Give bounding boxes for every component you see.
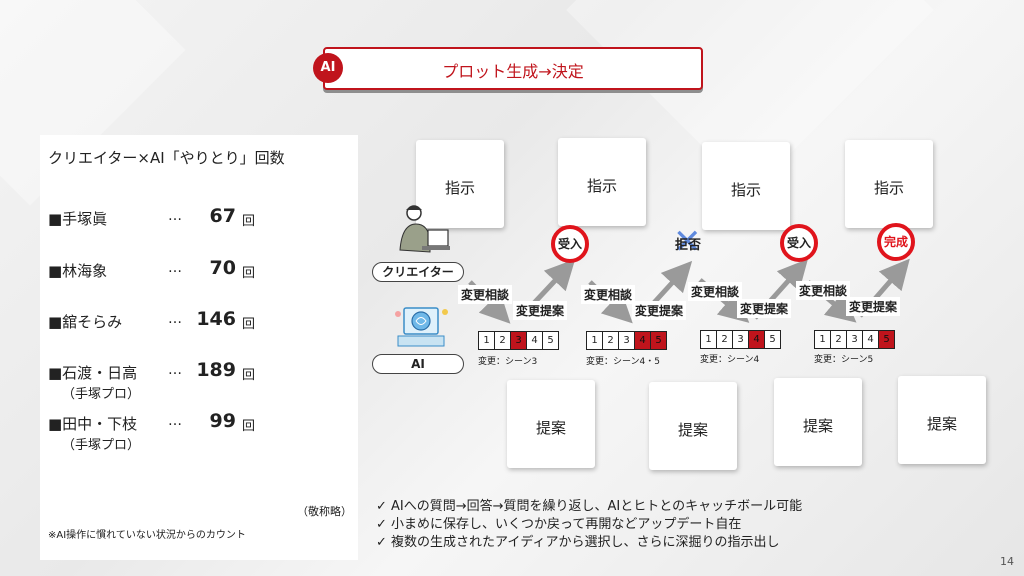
card-label: 提案 bbox=[677, 421, 708, 439]
scene-change-label: 変更：シーン3 bbox=[478, 357, 538, 367]
scene-cell: 3 bbox=[847, 331, 863, 348]
scene-cell-changed: 3 bbox=[511, 332, 527, 349]
scene-cell: 5 bbox=[769, 334, 776, 345]
proposal-card: 提案 bbox=[507, 380, 595, 468]
scene-row: 1 2 3 4 5 bbox=[700, 330, 781, 349]
interaction-count: 189 bbox=[196, 359, 236, 381]
ellipsis: … bbox=[168, 260, 182, 276]
card-label: 指示 bbox=[873, 179, 904, 197]
interaction-count: 146 bbox=[196, 308, 236, 330]
propose-label: 変更提案 bbox=[513, 301, 568, 320]
scene-cell: 3 bbox=[733, 331, 749, 348]
count-unit: 回 bbox=[242, 419, 256, 434]
scene-change-label: 変更：シーン4・5 bbox=[586, 357, 661, 367]
creator-name: ■手塚眞 bbox=[48, 210, 108, 228]
honorific-note: （敬称略） bbox=[297, 505, 352, 518]
header-title: プロット生成→決定 bbox=[442, 62, 584, 81]
creator-label: クリエイター bbox=[372, 262, 464, 282]
accept-stamp: 受入 bbox=[780, 224, 818, 262]
instruction-card: 指示 bbox=[416, 140, 504, 228]
scene-cell: 1 bbox=[701, 331, 717, 348]
ellipsis: … bbox=[168, 413, 182, 429]
count-unit: 回 bbox=[242, 368, 256, 383]
creator-illustration-icon bbox=[399, 205, 450, 253]
interaction-count: 99 bbox=[209, 410, 236, 432]
card-label: 提案 bbox=[802, 417, 833, 435]
ai-badge: AI bbox=[313, 53, 343, 83]
scene-cell: 3 bbox=[619, 332, 635, 349]
card-label: 提案 bbox=[926, 415, 957, 433]
card-label: 指示 bbox=[586, 177, 617, 195]
interaction-count: 67 bbox=[209, 205, 236, 227]
creator-name: ■舘そらみ bbox=[48, 313, 123, 331]
scene-row: 1 2 3 4 5 bbox=[478, 331, 559, 350]
instruction-card: 指示 bbox=[845, 140, 933, 228]
interaction-count: 70 bbox=[209, 257, 236, 279]
reject-label: 拒否 bbox=[675, 238, 702, 253]
reject-stamp: ✕ 拒否 bbox=[673, 222, 702, 262]
scene-cell: 1 bbox=[815, 331, 831, 348]
reject-x-icon: ✕ bbox=[673, 222, 702, 262]
benefit-item: ✓ 複数の生成されたアイディアから選択し、さらに深掘りの指示出し bbox=[376, 535, 780, 550]
benefit-item: ✓ 小まめに保存し、いくつか戻って再開などアップデート自在 bbox=[376, 517, 742, 532]
card-label: 指示 bbox=[444, 179, 475, 197]
scene-cell: 5 bbox=[547, 335, 554, 346]
consult-label: 変更相談 bbox=[581, 285, 636, 304]
card-label: 指示 bbox=[730, 181, 761, 199]
instruction-card: 指示 bbox=[702, 142, 790, 230]
accept-stamp: 受入 bbox=[551, 225, 589, 263]
propose-label: 変更提案 bbox=[632, 301, 687, 320]
creator-affiliation: （手塚プロ） bbox=[62, 438, 141, 453]
propose-label: 変更提案 bbox=[846, 297, 901, 316]
consult-label: 変更相談 bbox=[688, 282, 743, 301]
count-unit: 回 bbox=[242, 214, 256, 229]
scene-cell: 2 bbox=[717, 331, 733, 348]
scene-change-label: 変更：シーン5 bbox=[814, 355, 874, 365]
benefit-item: ✓ AIへの質問→回答→質問を繰り返し、AIとヒトとのキャッチボール可能 bbox=[376, 499, 803, 514]
scene-cell-changed: 4 bbox=[635, 332, 651, 349]
proposal-card: 提案 bbox=[649, 382, 737, 470]
creator-name: ■石渡・日高 bbox=[48, 364, 138, 382]
ai-illustration-icon bbox=[395, 307, 448, 347]
page-number: 14 bbox=[1000, 555, 1014, 568]
panel-title: クリエイター×AI「やりとり」回数 bbox=[48, 149, 285, 167]
propose-label: 変更提案 bbox=[737, 299, 792, 318]
card-label: 提案 bbox=[535, 419, 566, 437]
scene-cell: 1 bbox=[587, 332, 603, 349]
scene-cell-changed: 5 bbox=[651, 332, 666, 349]
scene-row: 1 2 3 4 5 bbox=[814, 330, 895, 349]
ai-label: AI bbox=[372, 354, 464, 374]
scene-cell: 2 bbox=[831, 331, 847, 348]
header-banner: プロット生成→決定 bbox=[323, 47, 703, 90]
scene-cell: 4 bbox=[863, 331, 879, 348]
interaction-count-panel: クリエイター×AI「やりとり」回数 ■手塚眞 … 67 回 ■林海象 … 70 … bbox=[40, 135, 358, 560]
consult-label: 変更相談 bbox=[796, 281, 851, 300]
ellipsis: … bbox=[168, 362, 182, 378]
scene-row: 1 2 3 4 5 bbox=[586, 331, 667, 350]
complete-stamp: 完成 bbox=[877, 223, 915, 261]
scene-cell: 2 bbox=[603, 332, 619, 349]
creator-name: ■田中・下枝 bbox=[48, 415, 138, 433]
scene-cell-changed: 5 bbox=[879, 331, 894, 348]
count-unit: 回 bbox=[242, 266, 256, 281]
scene-cell: 4 bbox=[527, 332, 543, 349]
creator-name: ■林海象 bbox=[48, 262, 108, 280]
proposal-card: 提案 bbox=[898, 376, 986, 464]
instruction-card: 指示 bbox=[558, 138, 646, 226]
scene-change-label: 変更：シーン4 bbox=[700, 355, 760, 365]
proposal-card: 提案 bbox=[774, 378, 862, 466]
creator-affiliation: （手塚プロ） bbox=[62, 387, 141, 402]
scene-cell: 2 bbox=[495, 332, 511, 349]
consult-label: 変更相談 bbox=[458, 285, 513, 304]
ellipsis: … bbox=[168, 311, 182, 327]
scene-cell: 1 bbox=[479, 332, 495, 349]
scene-cell-changed: 4 bbox=[749, 331, 765, 348]
count-unit: 回 bbox=[242, 317, 256, 332]
footnote: ※AI操作に慣れていない状況からのカウント bbox=[48, 530, 246, 541]
ellipsis: … bbox=[168, 208, 182, 224]
